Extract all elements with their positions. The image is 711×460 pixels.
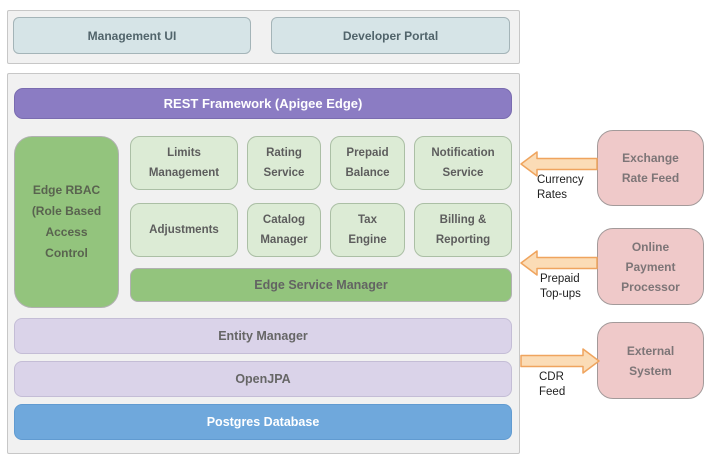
edge-service-manager-label: Edge Service Manager	[254, 278, 388, 292]
external-box-external-system: External System	[597, 322, 704, 399]
service-label: Prepaid Balance	[345, 147, 390, 179]
service-label: Tax Engine	[348, 214, 387, 246]
edge-service-manager-bar: Edge Service Manager	[130, 268, 512, 302]
management-ui-label: Management UI	[87, 28, 177, 43]
external-box-label: External System	[626, 343, 675, 378]
rbac-line: Control	[45, 246, 88, 260]
rbac-line: Edge RBAC	[32, 183, 101, 197]
external-box-exchange-rate-feed: Exchange Rate Feed	[597, 130, 704, 206]
service-box-notification-service: Notification Service	[414, 136, 512, 190]
entity-manager-label: Entity Manager	[218, 329, 308, 343]
service-label: Adjustments	[149, 224, 219, 236]
service-box-prepaid-balance: Prepaid Balance	[330, 136, 405, 190]
external-box-online-payment-processor: Online Payment Processor	[597, 228, 704, 305]
external-box-label: Online Payment Processor	[621, 239, 680, 294]
service-label: Rating Service	[263, 147, 305, 179]
flow-label-prepaid-topups: Prepaid Top-ups	[540, 273, 581, 300]
rbac-line: Access	[45, 225, 88, 239]
developer-portal-box: Developer Portal	[271, 17, 510, 54]
edge-rbac-box: Edge RBAC (Role Based Access Control	[14, 136, 119, 308]
rbac-line: (Role Based	[31, 204, 102, 218]
entity-manager-bar: Entity Manager	[14, 318, 512, 354]
service-box-catalog-manager: Catalog Manager	[247, 203, 321, 257]
flow-label-currency-rates: Currency Rates	[537, 174, 584, 201]
openjpa-label: OpenJPA	[235, 372, 291, 386]
rest-framework-label: REST Framework (Apigee Edge)	[163, 96, 363, 111]
service-label: Notification Service	[431, 147, 495, 179]
service-label: Limits Management	[148, 147, 220, 179]
service-box-limits-management: Limits Management	[130, 136, 238, 190]
flow-label-cdr-feed: CDR Feed	[539, 371, 566, 398]
openjpa-bar: OpenJPA	[14, 361, 512, 397]
service-box-rating-service: Rating Service	[247, 136, 321, 190]
service-label: Catalog Manager	[260, 214, 308, 246]
external-box-label: Exchange Rate Feed	[621, 151, 680, 185]
rest-framework-bar: REST Framework (Apigee Edge)	[14, 88, 512, 119]
management-ui-box: Management UI	[13, 17, 251, 54]
service-box-billing-reporting: Billing & Reporting	[414, 203, 512, 257]
postgres-database-bar: Postgres Database	[14, 404, 512, 440]
postgres-database-label: Postgres Database	[206, 415, 320, 429]
service-box-adjustments: Adjustments	[130, 203, 238, 257]
service-box-tax-engine: Tax Engine	[330, 203, 405, 257]
service-label: Billing & Reporting	[435, 214, 491, 246]
developer-portal-label: Developer Portal	[342, 28, 439, 43]
